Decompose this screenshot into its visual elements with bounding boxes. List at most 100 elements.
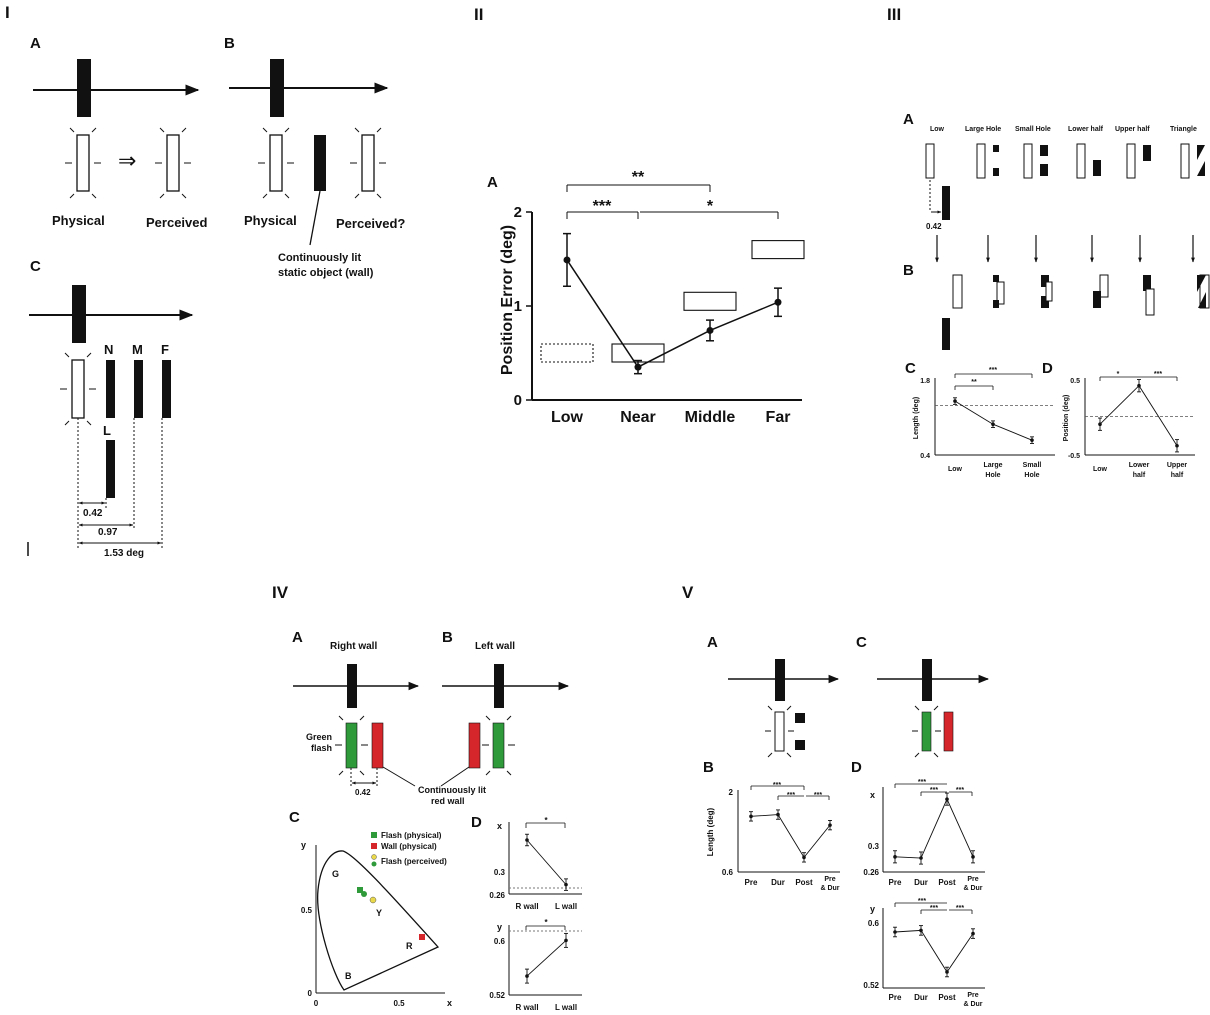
data-line	[750, 814, 831, 859]
flash-perceived-point	[369, 896, 377, 904]
static-wall	[314, 135, 326, 191]
y-tick-label: 0.6	[868, 919, 880, 928]
x-tick-label: Large	[983, 462, 1002, 469]
offset-label: 0.42	[926, 222, 942, 231]
data-point	[774, 298, 782, 306]
flash-physical	[60, 352, 96, 426]
y-tick-label: 0	[308, 989, 313, 998]
condition-label: Small Hole	[1015, 126, 1051, 133]
condition-label: Large Hole	[965, 126, 1001, 133]
x-tick-label: Upper	[1167, 462, 1188, 469]
position-chart: 0.5 -0.5 Position (deg) * *** Low Lower …	[1063, 371, 1195, 479]
x-tick-label: Pre	[967, 876, 978, 883]
x-tick-label: Low	[948, 466, 963, 473]
perceived-label: Perceived	[146, 215, 207, 230]
y-tick-label: 0.6	[494, 937, 506, 946]
data-point	[945, 970, 949, 974]
y-axis-label: Position (deg)	[1063, 395, 1070, 442]
green-flash	[335, 715, 368, 776]
green-flash	[912, 705, 941, 758]
panel-label: A	[292, 629, 303, 646]
section-numeral: V	[682, 583, 694, 602]
data-line	[566, 259, 779, 369]
y-tick-label: 0.5	[301, 906, 313, 915]
section-V: V A C B 2 0.6 Length (deg)	[682, 583, 990, 1008]
y-axis-label: Length (deg)	[913, 397, 920, 439]
significance-marker: ***	[956, 787, 964, 794]
x-tick-label: Post	[938, 878, 956, 887]
region-label: R	[406, 941, 413, 951]
y-axis-label: y	[870, 904, 875, 914]
x-tick-label: L wall	[555, 1003, 577, 1012]
flash-physical	[765, 705, 794, 758]
x-tick-label: Pre	[889, 993, 902, 1002]
data-line	[1099, 384, 1178, 447]
significance-marker: ***	[787, 792, 795, 799]
y-axis-label: y	[497, 922, 502, 932]
predicted-position-box	[540, 343, 594, 363]
data-point	[971, 855, 975, 859]
y-tick-label: 0.26	[489, 891, 505, 900]
significance-marker: ***	[918, 779, 926, 786]
y-tick-label: -0.5	[1068, 453, 1080, 460]
data-point	[564, 882, 568, 887]
y-tick-label: 0.3	[494, 868, 506, 877]
data-line	[526, 940, 567, 977]
right-wall-title: Right wall	[330, 641, 377, 652]
x-tick-label: half	[1171, 472, 1184, 479]
significance-marker: ***	[918, 898, 926, 905]
legend-entry: Flash (physical)	[381, 831, 442, 840]
offset-label: 0.42	[355, 788, 371, 797]
y-tick-label: 2	[729, 788, 734, 797]
significance-marker: ***	[1154, 371, 1162, 378]
spectrum-locus	[317, 850, 440, 991]
significance-marker: ***	[593, 198, 612, 215]
legend-marker	[371, 854, 377, 860]
flash-physical-point	[357, 887, 363, 893]
y-tick-label: 0.3	[868, 842, 880, 851]
x-tick-label: 0.5	[393, 999, 405, 1008]
red-wall-label: red wall	[431, 796, 465, 806]
predicted-position-box	[683, 291, 737, 311]
x-chromaticity-chart: x 0.3 0.26 * R wall L wall	[489, 816, 582, 911]
data-point	[634, 363, 642, 371]
x-tick-label: Dur	[771, 878, 785, 887]
x-tick-label: Pre	[745, 878, 758, 887]
panel-label: A	[903, 111, 914, 128]
legend-entry: Flash (perceived)	[381, 857, 447, 866]
y-axis-label: x	[497, 821, 502, 831]
panel-label: C	[289, 809, 300, 826]
stimulus-low	[925, 143, 950, 220]
panel-label: D	[851, 759, 862, 776]
x-tick-label: half	[1133, 472, 1146, 479]
x-tick-label: Small	[1023, 462, 1042, 469]
section-numeral: IV	[272, 583, 289, 602]
y-tick-label: 0.5	[1070, 378, 1080, 385]
wall-low	[106, 440, 115, 498]
x-tick-label: Near	[620, 409, 656, 426]
green-flash	[482, 715, 515, 776]
flash-perceived	[350, 127, 386, 199]
x-tick-label: R wall	[515, 902, 538, 911]
red-wall	[943, 711, 954, 752]
moving-object	[270, 59, 284, 117]
y-axis-label: Position Error (deg)	[499, 225, 516, 375]
region-label: Y	[376, 908, 382, 918]
data-point	[919, 928, 923, 933]
distance-label: 0.97	[98, 527, 118, 538]
data-point	[1098, 422, 1102, 427]
condition-label: Lower half	[1068, 126, 1104, 133]
legend-marker	[371, 832, 377, 838]
x-tick-label: Lower	[1129, 462, 1150, 469]
x-tick-label: Middle	[685, 409, 736, 426]
wall-physical-point	[419, 934, 425, 940]
x-chromaticity-chart: x 0.3 0.26 *** *** *** Pre Dur Post Pre …	[863, 779, 985, 892]
condition-label: Low	[930, 126, 945, 133]
significance-marker: *	[1117, 371, 1120, 378]
stimulus-large-hole	[976, 143, 999, 179]
y-chromaticity-chart: y 0.6 0.52 * R wall L wall	[489, 918, 582, 1012]
label-l: L	[103, 423, 111, 438]
data-point	[776, 812, 780, 817]
moving-object	[77, 59, 91, 117]
y-tick-label: 0.26	[863, 868, 879, 877]
